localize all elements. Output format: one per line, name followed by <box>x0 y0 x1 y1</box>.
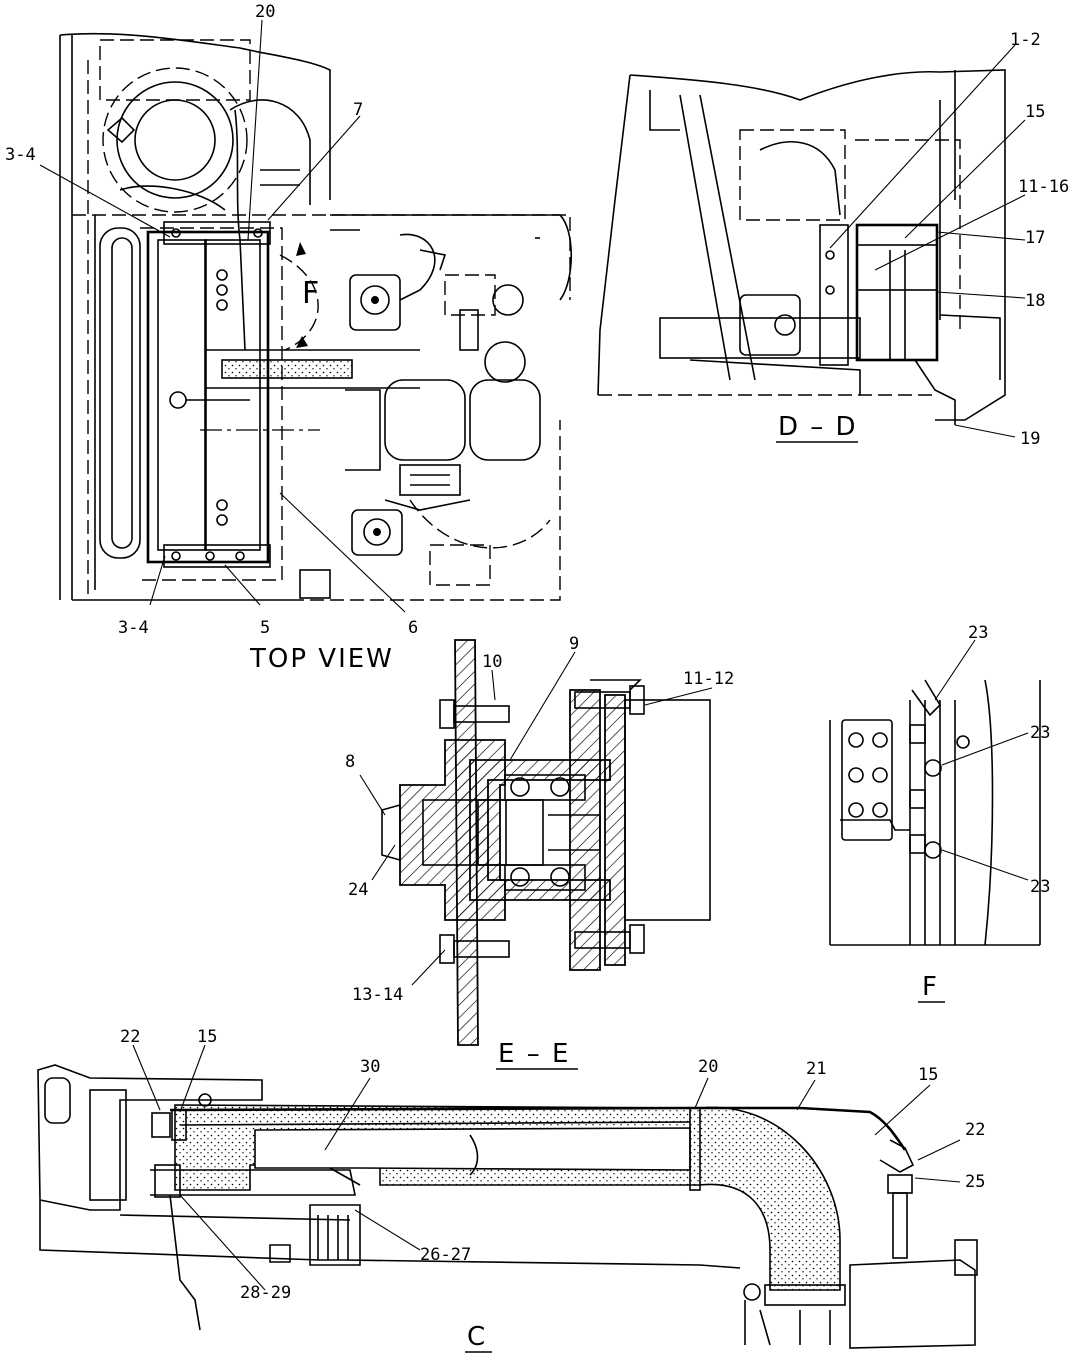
callout-26-27: 26-27 <box>420 1245 471 1265</box>
callout-7: 7 <box>353 100 363 120</box>
f-arrow-label: F <box>302 276 319 311</box>
callout-8: 8 <box>345 752 355 772</box>
c-view-title: C <box>467 1322 487 1352</box>
callout-5: 5 <box>260 618 270 638</box>
f-view-title: F <box>922 972 939 1002</box>
f-leaders <box>934 639 1029 881</box>
callout-20-top: 20 <box>255 2 275 22</box>
callout-1-2: 1-2 <box>1010 30 1041 50</box>
callout-22-left: 22 <box>120 1027 140 1047</box>
callout-9: 9 <box>569 634 579 654</box>
callout-19: 19 <box>1020 429 1040 449</box>
callout-18: 18 <box>1025 291 1045 311</box>
top-view-title: TOP VIEW <box>249 644 394 674</box>
ee-leaders <box>359 651 713 986</box>
view-titles: TOP VIEW F D – D F E – E C <box>249 276 945 1353</box>
callout-17: 17 <box>1025 228 1045 248</box>
f-view <box>829 679 1041 946</box>
callout-15-left: 15 <box>197 1027 217 1047</box>
callout-6: 6 <box>408 618 418 638</box>
ee-section <box>381 639 711 1046</box>
dd-view-title: D – D <box>778 412 858 442</box>
callout-23-top: 23 <box>968 623 988 643</box>
callout-25: 25 <box>965 1172 985 1192</box>
callout-22-right: 22 <box>965 1120 985 1140</box>
callout-30: 30 <box>360 1057 380 1077</box>
c-view <box>37 1064 978 1349</box>
callout-28-29: 28-29 <box>240 1283 291 1303</box>
callout-11-16: 11-16 <box>1018 177 1069 197</box>
callout-15-right: 15 <box>918 1065 938 1085</box>
callout-10: 10 <box>482 652 502 672</box>
callout-23-mid: 23 <box>1030 723 1050 743</box>
c-leaders <box>132 1044 961 1291</box>
callout-3-4-upper: 3-4 <box>5 145 36 165</box>
dd-view <box>597 69 1006 425</box>
callout-21: 21 <box>806 1059 826 1079</box>
callout-labels: 20 7 3-4 3-4 5 6 1-2 15 11-16 17 18 19 9… <box>5 2 1069 1303</box>
callout-15-dd: 15 <box>1025 102 1045 122</box>
callout-20-c: 20 <box>698 1057 718 1077</box>
callout-3-4-lower: 3-4 <box>118 618 149 638</box>
top-view <box>59 32 573 601</box>
dd-view-leaders <box>829 44 1026 438</box>
top-view-leaders <box>39 19 406 613</box>
callout-24: 24 <box>348 880 368 900</box>
callout-13-14: 13-14 <box>352 985 403 1005</box>
ee-view-title: E – E <box>498 1039 570 1069</box>
callout-11-12: 11-12 <box>683 669 734 689</box>
callout-23-bottom: 23 <box>1030 877 1050 897</box>
